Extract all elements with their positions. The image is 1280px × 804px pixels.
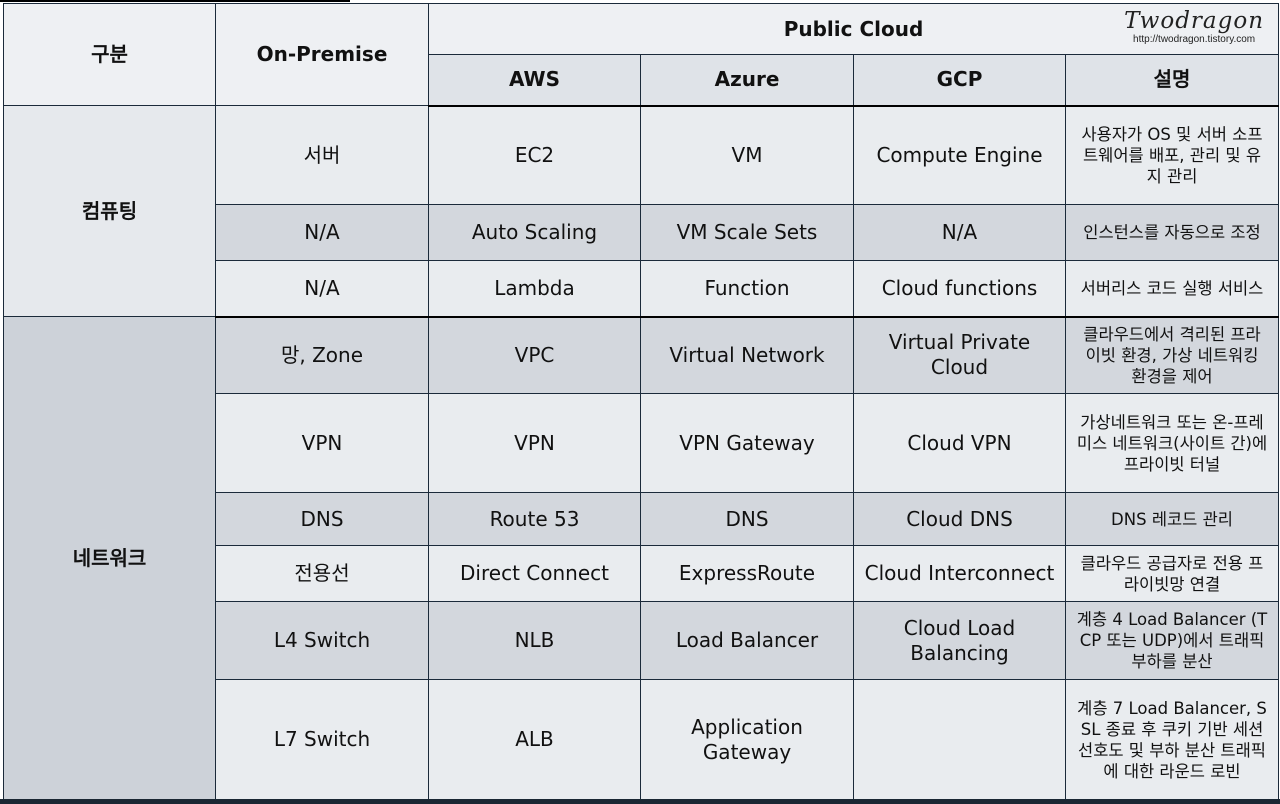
cell-onprem: 서버 <box>215 105 429 205</box>
cell-gcp: Cloud Load Balancing <box>853 601 1066 680</box>
cell-aws: EC2 <box>428 105 641 205</box>
table-row: L4 Switch NLB Load Balancer Cloud Load B… <box>4 601 1280 680</box>
cell-aws: VPC <box>428 316 641 394</box>
cell-aws: Route 53 <box>428 492 641 546</box>
table-row: 전용선 Direct Connect ExpressRoute Cloud In… <box>4 545 1280 602</box>
cell-description: 클라우드 공급자로 전용 프라이빗망 연결 <box>1064 545 1280 602</box>
cell-azure: Application Gateway <box>640 679 854 800</box>
bottom-border-line <box>0 799 1280 804</box>
cell-description: 사용자가 OS 및 서버 소프트웨어를 배포, 관리 및 유지 관리 <box>1064 105 1280 205</box>
cell-description: 서버리스 코드 실행 서비스 <box>1064 260 1280 318</box>
cell-description: 인스턴스를 자동으로 조정 <box>1064 204 1280 261</box>
cell-azure: VM <box>640 105 854 205</box>
cell-description: 클라우드에서 격리된 프라이빗 환경, 가상 네트워킹 환경을 제어 <box>1064 316 1280 394</box>
cell-description: 계층 7 Load Balancer, SSL 종료 후 쿠키 기반 세션 선호… <box>1064 679 1280 800</box>
cell-aws: Lambda <box>428 260 641 318</box>
category-computing: 컴퓨팅 <box>3 105 216 317</box>
cell-aws: ALB <box>428 679 641 800</box>
table-row: 컴퓨팅 서버 EC2 VM Compute Engine 사용자가 OS 및 서… <box>3 105 1280 317</box>
cell-onprem: VPN <box>215 393 429 493</box>
cell-aws: VPN <box>428 393 641 493</box>
header-public-cloud-label: Public Cloud <box>783 16 924 41</box>
header-azure: Azure <box>640 54 854 107</box>
header-aws: AWS <box>428 54 641 107</box>
category-network: 네트워크 <box>3 316 216 800</box>
header-gcp: GCP <box>853 54 1066 107</box>
cell-onprem: N/A <box>215 260 429 318</box>
cell-onprem: 망, Zone <box>215 316 429 394</box>
cell-aws: NLB <box>428 601 641 680</box>
brand-watermark: Twodragon http://twodragon.tistory.com <box>1124 8 1264 46</box>
cell-gcp: Cloud functions <box>853 260 1066 318</box>
cell-azure: Virtual Network <box>640 316 854 394</box>
table-row: DNS Route 53 DNS Cloud DNS DNS 레코드 관리 <box>4 492 1280 546</box>
cell-description: DNS 레코드 관리 <box>1064 492 1280 546</box>
top-border-line <box>0 0 350 2</box>
cell-azure: Function <box>640 260 854 318</box>
cell-gcp <box>853 679 1066 800</box>
cell-onprem: 전용선 <box>215 545 429 602</box>
brand-name: Twodragon <box>1124 8 1265 34</box>
cell-aws: Auto Scaling <box>428 204 641 261</box>
cell-azure: Load Balancer <box>640 601 854 680</box>
header-description: 설명 <box>1064 54 1280 107</box>
cell-gcp: Cloud VPN <box>853 393 1066 493</box>
cell-azure: VM Scale Sets <box>640 204 854 261</box>
table-row: VPN VPN VPN Gateway Cloud VPN 가상네트워크 또는 … <box>4 393 1280 493</box>
cell-azure: VPN Gateway <box>640 393 854 493</box>
cell-gcp: Compute Engine <box>853 105 1066 205</box>
cell-description: 계층 4 Load Balancer (TCP 또는 UDP)에서 트래픽 부하… <box>1064 601 1280 680</box>
cell-onprem: DNS <box>215 492 429 546</box>
brand-url: http://twodragon.tistory.com <box>1133 34 1256 45</box>
header-on-premise: On-Premise <box>215 3 429 106</box>
table-row: N/A Lambda Function Cloud functions 서버리스… <box>4 260 1280 318</box>
cell-aws: Direct Connect <box>428 545 641 602</box>
cell-gcp: N/A <box>853 204 1066 261</box>
cell-gcp: Cloud Interconnect <box>853 545 1066 602</box>
table-row: 네트워크 망, Zone VPC Virtual Network Virtual… <box>3 316 1280 800</box>
cell-azure: ExpressRoute <box>640 545 854 602</box>
cell-azure: DNS <box>640 492 854 546</box>
cell-gcp: Cloud DNS <box>853 492 1066 546</box>
cell-description: 가상네트워크 또는 온-프레미스 네트워크(사이트 간)에 프라이빗 터널 <box>1064 393 1280 493</box>
cell-gcp: Virtual Private Cloud <box>853 316 1066 394</box>
cell-onprem: L4 Switch <box>215 601 429 680</box>
table-row: L7 Switch ALB Application Gateway 계층 7 L… <box>4 679 1280 800</box>
cell-onprem: N/A <box>215 204 429 261</box>
header-category: 구분 <box>3 3 216 106</box>
header-public-cloud: Public Cloud Twodragon http://twodragon.… <box>427 3 1280 55</box>
cell-onprem: L7 Switch <box>215 679 429 800</box>
table-row: N/A Auto Scaling VM Scale Sets N/A 인스턴스를… <box>4 204 1280 261</box>
cloud-service-comparison-table: 구분 On-Premise Public Cloud Twodragon htt… <box>3 3 1280 800</box>
